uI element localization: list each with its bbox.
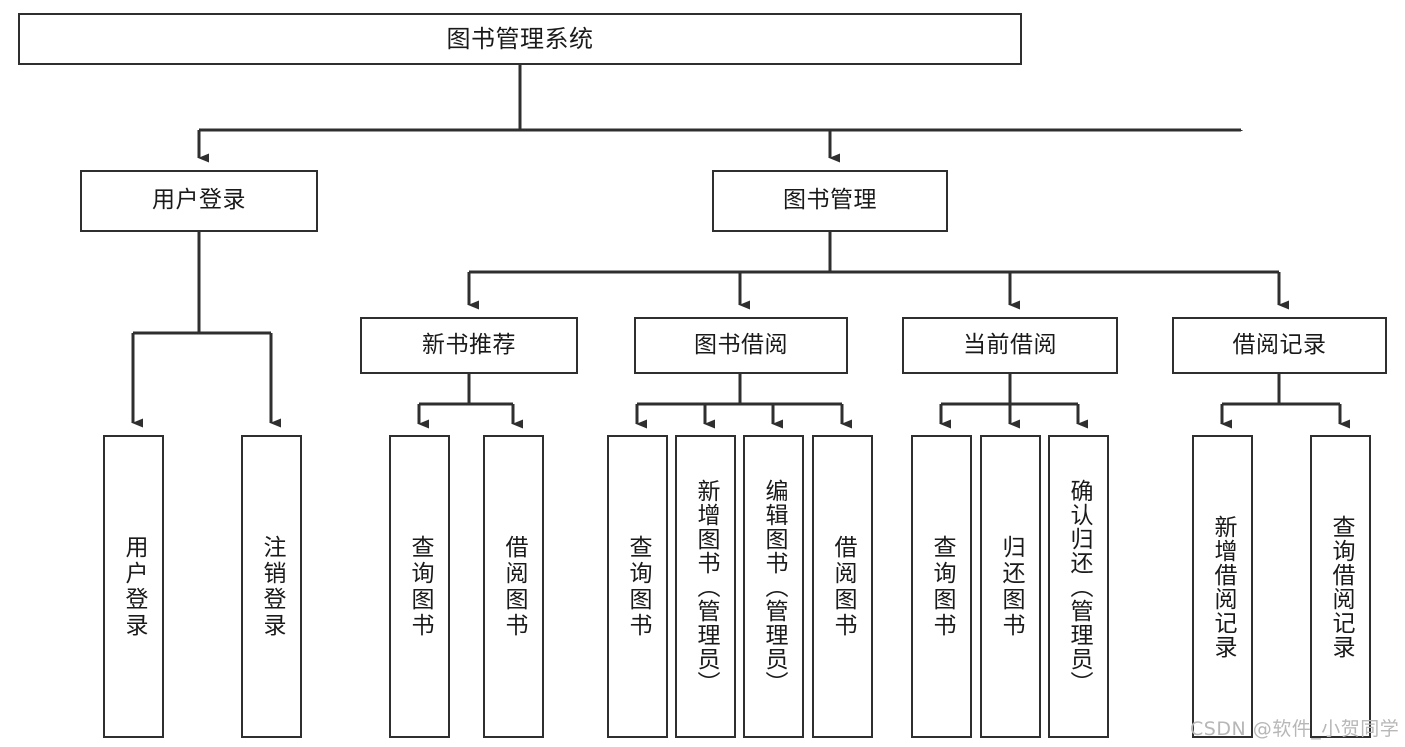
node-label: 查询图书 (625, 534, 651, 639)
node-leaf-query-book-borrowing[interactable]: 查询图书 (607, 435, 668, 738)
node-label: 图书管理 (783, 187, 877, 214)
node-leaf-logout[interactable]: 注销登录 (241, 435, 302, 738)
node-label: 借阅图书 (830, 534, 856, 639)
node-leaf-query-book-recommendation[interactable]: 查询图书 (389, 435, 450, 738)
node-label: 用户登录 (121, 534, 147, 639)
node-label: 借阅记录 (1232, 331, 1327, 358)
node-leaf-confirm-return-admin[interactable]: 确认归还（管理员） (1048, 435, 1109, 738)
node-label: 图书借阅 (694, 331, 788, 358)
node-label: 当前借阅 (963, 331, 1057, 358)
node-leaf-query-book-current[interactable]: 查询图书 (911, 435, 972, 738)
node-leaf-user-login[interactable]: 用户登录 (103, 435, 164, 738)
node-leaf-query-borrowing-record[interactable]: 查询借阅记录 (1310, 435, 1371, 738)
node-label: 注销登录 (259, 534, 285, 639)
node-current-borrowing[interactable]: 当前借阅 (902, 317, 1118, 374)
csdn-watermark: CSDN @软件_小贺同学 (1190, 718, 1400, 740)
node-book-borrowing[interactable]: 图书借阅 (634, 317, 848, 374)
node-root-book-management-system[interactable]: 图书管理系统 (18, 13, 1022, 65)
node-label: 新书推荐 (422, 331, 516, 358)
node-leaf-return-book[interactable]: 归还图书 (980, 435, 1041, 738)
node-new-book-recommendation[interactable]: 新书推荐 (360, 317, 578, 374)
node-leaf-borrow-book-recommendation[interactable]: 借阅图书 (483, 435, 544, 738)
node-label: 新增借阅记录 (1210, 514, 1236, 659)
node-label: 新增图书（管理员） (693, 478, 719, 695)
node-user-login[interactable]: 用户登录 (80, 170, 318, 232)
node-leaf-borrow-book-borrowing[interactable]: 借阅图书 (812, 435, 873, 738)
node-label: 用户登录 (152, 187, 246, 214)
node-label: 确认归还（管理员） (1066, 478, 1092, 695)
node-leaf-add-book-admin[interactable]: 新增图书（管理员） (675, 435, 736, 738)
node-borrowing-records[interactable]: 借阅记录 (1172, 317, 1387, 374)
node-label: 查询图书 (407, 534, 433, 639)
node-leaf-edit-book-admin[interactable]: 编辑图书（管理员） (743, 435, 804, 738)
node-label: 归还图书 (998, 534, 1024, 639)
node-label: 查询借阅记录 (1328, 514, 1354, 659)
node-book-management[interactable]: 图书管理 (712, 170, 948, 232)
node-leaf-add-borrowing-record[interactable]: 新增借阅记录 (1192, 435, 1253, 738)
node-label: 图书管理系统 (446, 24, 594, 53)
node-label: 编辑图书（管理员） (761, 478, 787, 695)
node-label: 查询图书 (929, 534, 955, 639)
node-label: 借阅图书 (501, 534, 527, 639)
